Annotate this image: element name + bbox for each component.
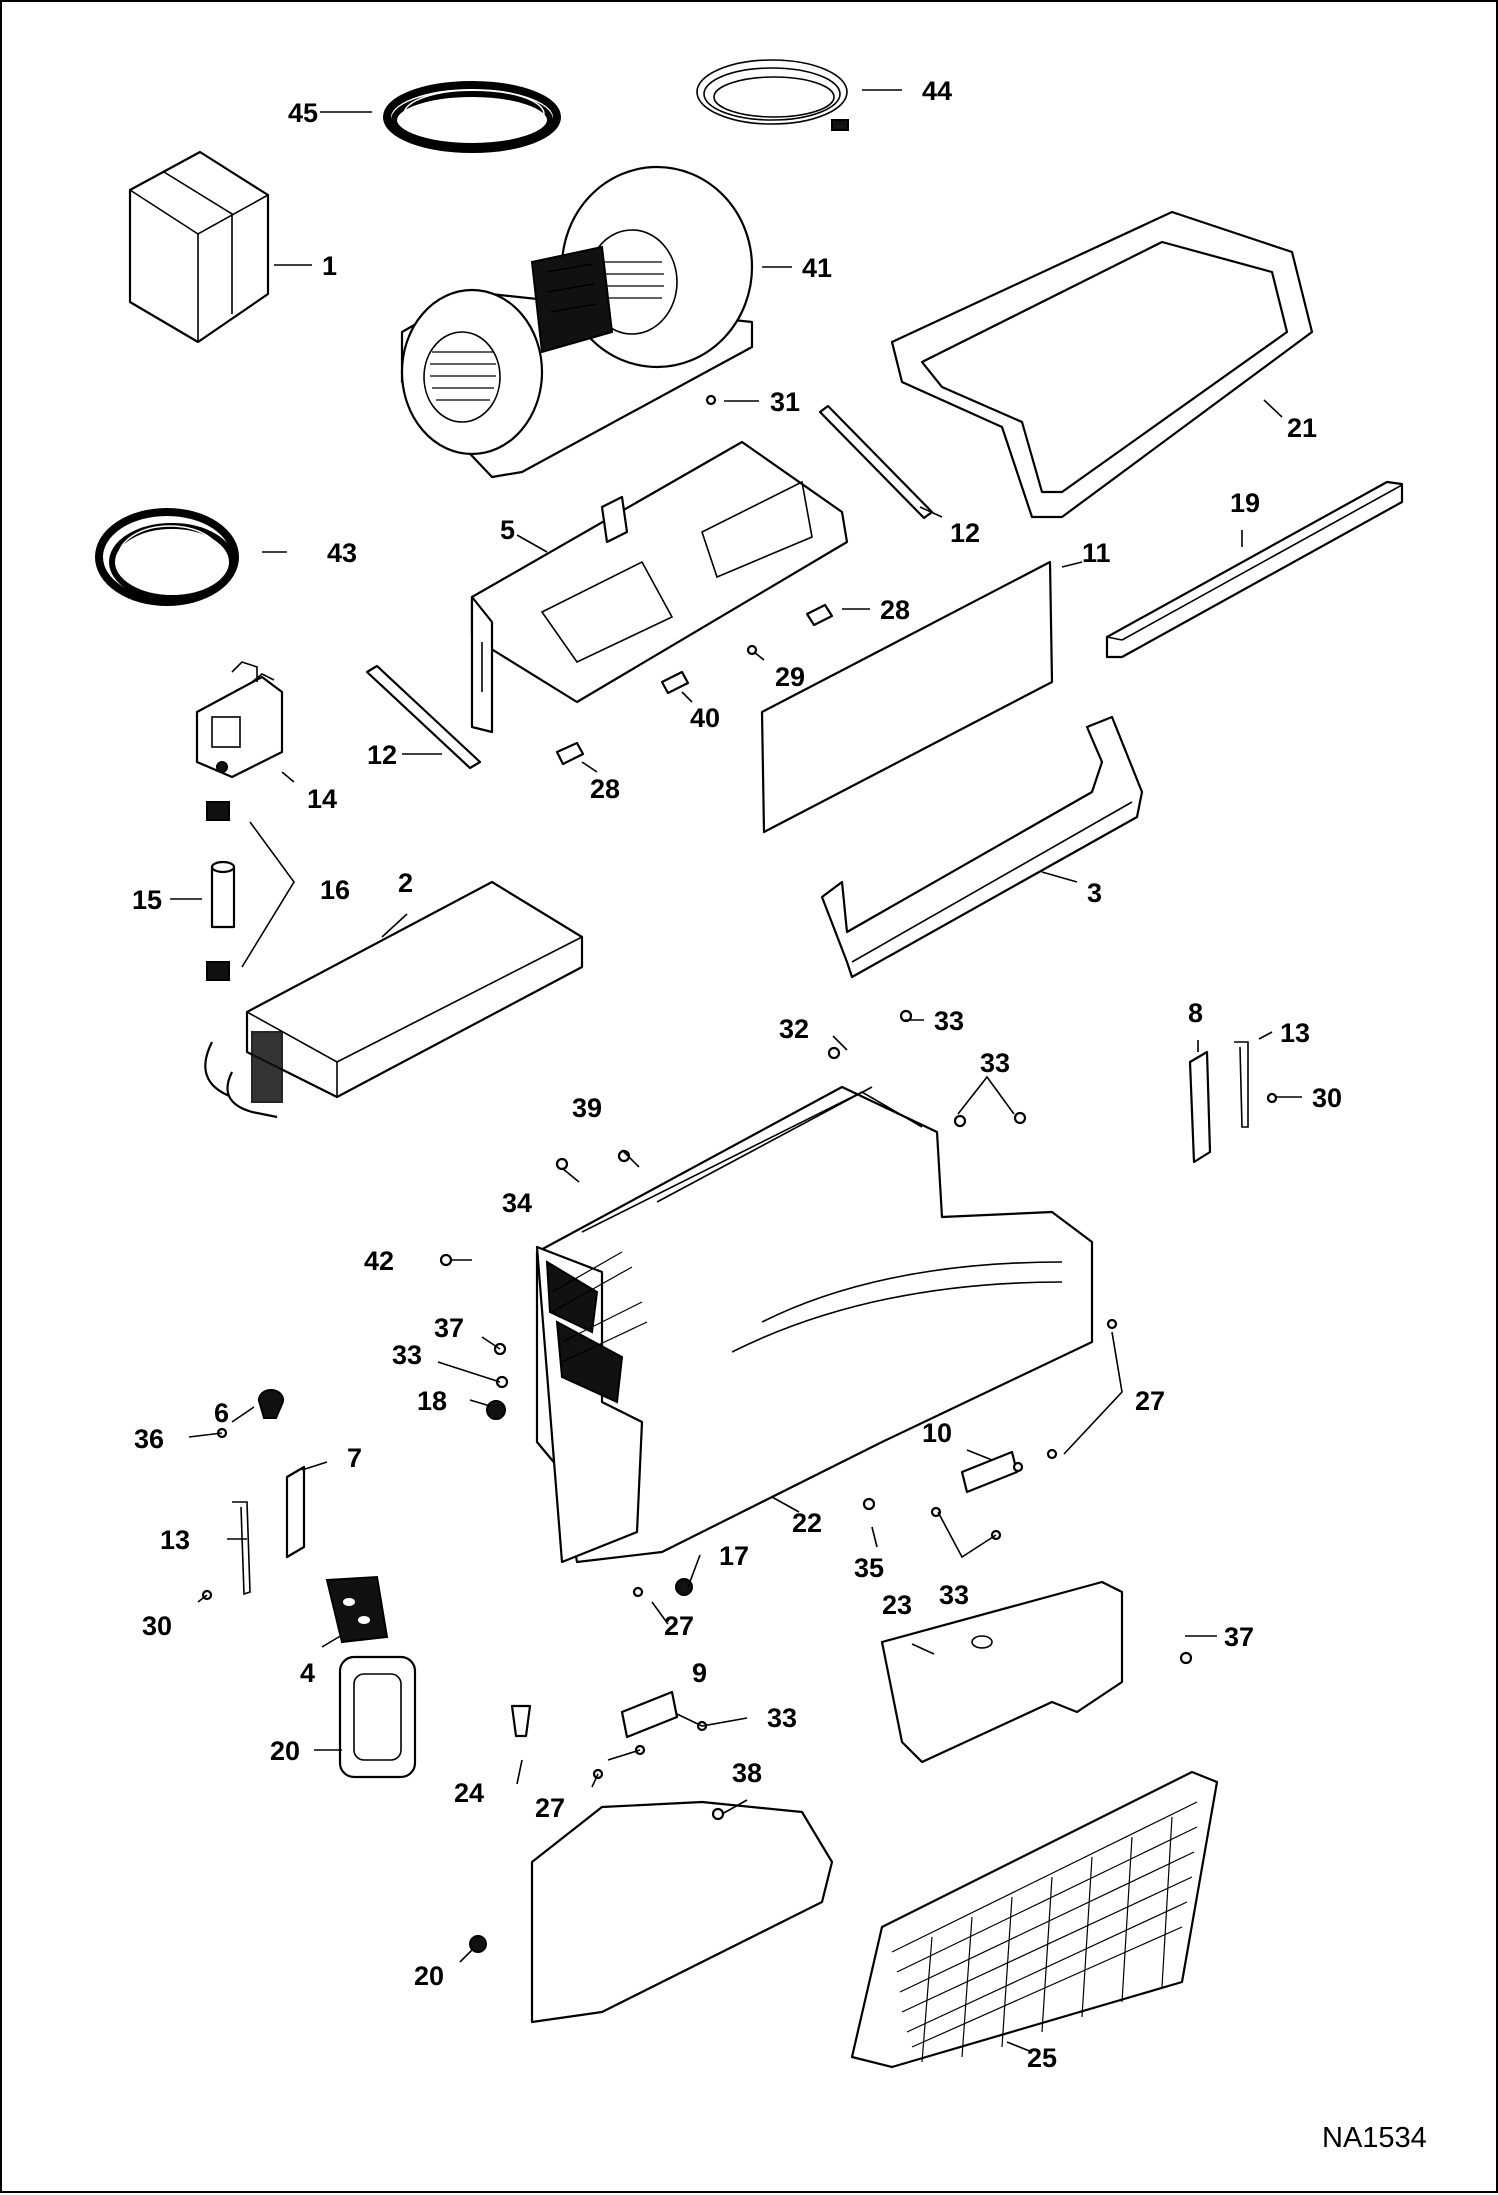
callout-12-lower: 12	[367, 740, 397, 770]
part-9-bracket	[620, 1690, 679, 1739]
callout-4: 4	[300, 1658, 315, 1688]
callout-34: 34	[502, 1188, 532, 1218]
callout-35-lower: 35	[854, 1553, 884, 1583]
callout-42: 42	[364, 1246, 394, 1276]
callout-2: 2	[398, 868, 413, 898]
part-24-side-panel	[880, 1580, 1124, 1764]
callout-35-upper: 37	[434, 1313, 464, 1343]
callout-33-mid: 33	[939, 1580, 969, 1610]
fasteners	[201, 394, 1278, 1953]
callout-23: 22	[792, 1508, 822, 1538]
callout-44: 44	[922, 76, 952, 106]
callout-26: 25	[1027, 2043, 1057, 2073]
part-12-seal-strip-upper	[818, 404, 934, 520]
callout-13-right: 13	[1280, 1018, 1310, 1048]
part-5-housing	[470, 440, 849, 734]
callout-28-lower: 28	[590, 774, 620, 804]
part-15-tube	[210, 860, 236, 929]
callout-32: 32	[779, 1014, 809, 1044]
callout-14: 14	[307, 784, 337, 814]
callout-19: 19	[1230, 488, 1260, 518]
part-7-bracket	[285, 1465, 306, 1559]
callout-20: 20	[414, 1961, 444, 1991]
callout-18: 18	[417, 1386, 447, 1416]
part-44-seal-coil	[696, 59, 849, 131]
callout-27-bottom: 27	[535, 1793, 565, 1823]
callout-27-right: 27	[1135, 1386, 1165, 1416]
callout-1: 1	[322, 251, 337, 281]
part-11-filter-panel	[760, 560, 1054, 834]
callout-33-top: 33	[934, 1006, 964, 1036]
part-41-blower	[400, 165, 754, 479]
callout-5: 5	[500, 515, 515, 545]
part-16-clamp-upper	[206, 801, 230, 821]
callout-38: 38	[732, 1758, 762, 1788]
part-3-bracket	[820, 715, 1144, 979]
leader-lines	[170, 89, 1302, 2053]
callout-labels: 45 44 1 41 31 21 12 19 5 11 43 28 29 40 …	[132, 76, 1427, 2154]
callout-33-bottom: 33	[767, 1703, 797, 1733]
callout-28-upper: 28	[880, 595, 910, 625]
callout-3: 3	[1087, 878, 1102, 908]
callout-11: 11	[1082, 538, 1111, 568]
callout-30-right: 30	[1312, 1083, 1342, 1113]
callout-29: 29	[775, 662, 805, 692]
part-21-frame-gasket	[890, 210, 1314, 519]
callout-36: 36	[134, 1424, 164, 1454]
callout-39: 39	[572, 1093, 602, 1123]
callout-17: 17	[719, 1541, 749, 1571]
callout-30-left: 30	[142, 1611, 172, 1641]
part-13-rod-right	[1234, 1041, 1249, 1128]
part-43-hose-coil	[95, 508, 239, 606]
callout-25: 24	[454, 1778, 484, 1808]
part-23-main-housing	[535, 1085, 1094, 1564]
part-2-heater-core	[204, 880, 584, 1119]
callout-8: 8	[1188, 998, 1203, 1028]
part-45-hose-coil	[383, 81, 561, 153]
part-22-gasket	[338, 1655, 417, 1779]
callout-43: 43	[327, 538, 357, 568]
callout-31: 31	[770, 387, 800, 417]
callout-33-left: 33	[392, 1340, 422, 1370]
part-10-bracket	[960, 1450, 1019, 1494]
part-40-pad	[660, 670, 690, 695]
callout-21: 21	[1287, 413, 1317, 443]
callout-22: 20	[270, 1736, 300, 1766]
callout-12-upper: 12	[950, 518, 980, 548]
callout-27-mid: 27	[664, 1611, 694, 1641]
callout-16: 16	[320, 875, 350, 905]
callout-24: 23	[882, 1590, 912, 1620]
drawing-code: NA1534	[1322, 2122, 1427, 2154]
part-12-seal-strip-lower	[365, 664, 482, 770]
part-19-foam-strip	[1105, 480, 1404, 659]
callout-10: 10	[922, 1418, 952, 1448]
callout-13-left: 13	[160, 1525, 190, 1555]
part-lower-panel	[530, 1800, 834, 2024]
part-16-clamp-lower	[206, 961, 230, 981]
callout-41: 41	[802, 253, 832, 283]
callout-9: 9	[692, 1658, 707, 1688]
callout-40: 40	[690, 703, 720, 733]
callout-7: 7	[347, 1443, 362, 1473]
callout-33-pair: 33	[980, 1048, 1010, 1078]
part-28-pad-lower	[555, 741, 585, 766]
callout-6: 6	[214, 1398, 229, 1428]
part-26-grille	[850, 1770, 1219, 2069]
part-28-pad-upper	[805, 603, 834, 627]
callout-45: 45	[288, 98, 318, 128]
part-4-plate	[325, 1575, 389, 1644]
part-1-box	[128, 150, 270, 344]
part-14-valve	[195, 661, 284, 779]
callout-37: 37	[1224, 1622, 1254, 1652]
callout-15: 15	[132, 885, 162, 915]
part-13-rod-left	[232, 1501, 251, 1596]
part-8-bracket	[1188, 1050, 1212, 1164]
